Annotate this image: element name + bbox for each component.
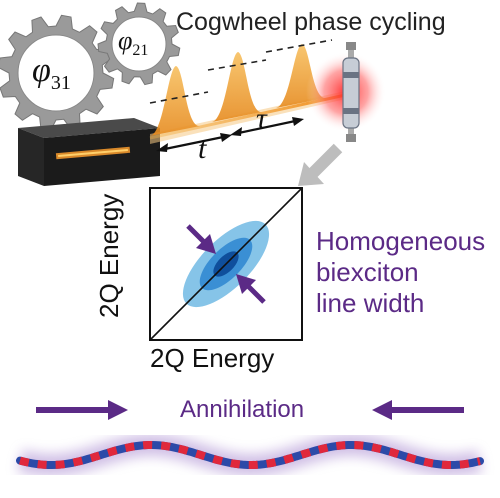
flow-arrow-icon xyxy=(298,143,343,186)
annotation-line-1: Homogeneous xyxy=(316,226,486,256)
annihilation-arrow-left xyxy=(36,400,128,420)
cogwheel-small-icon xyxy=(97,2,181,86)
sample-cuvette-icon xyxy=(306,42,386,142)
delay-label-tau: τ xyxy=(256,102,267,135)
annotation-line-3: line width xyxy=(316,288,425,318)
figure-title: Cogwheel phase cycling xyxy=(176,8,446,36)
delay-arrow-t xyxy=(156,133,232,152)
delay-arrow-tau xyxy=(230,117,304,136)
linewidth-arrow-upper xyxy=(186,224,216,254)
linewidth-annotation: Homogeneous biexciton line width xyxy=(316,226,485,319)
optical-pulse-2 xyxy=(207,52,267,122)
linewidth-arrow-lower xyxy=(236,274,266,304)
laser-source-icon xyxy=(18,118,160,186)
polymer-chain xyxy=(16,434,484,476)
2d-spectrum-plot xyxy=(149,187,303,341)
cogwheel-large-label: φ31 xyxy=(32,52,71,94)
x-axis-label: 2Q Energy xyxy=(150,343,275,373)
delay-label-t: t xyxy=(198,132,207,165)
cogwheel-small-label: φ21 xyxy=(118,26,149,60)
y-axis-label: 2Q Energy xyxy=(94,193,124,318)
optical-pulse-1 xyxy=(149,66,209,136)
annihilation-label: Annihilation xyxy=(180,396,305,423)
cogwheel-large-icon xyxy=(0,14,115,132)
annihilation-arrow-right xyxy=(372,400,464,420)
annotation-line-2: biexciton xyxy=(316,257,419,287)
